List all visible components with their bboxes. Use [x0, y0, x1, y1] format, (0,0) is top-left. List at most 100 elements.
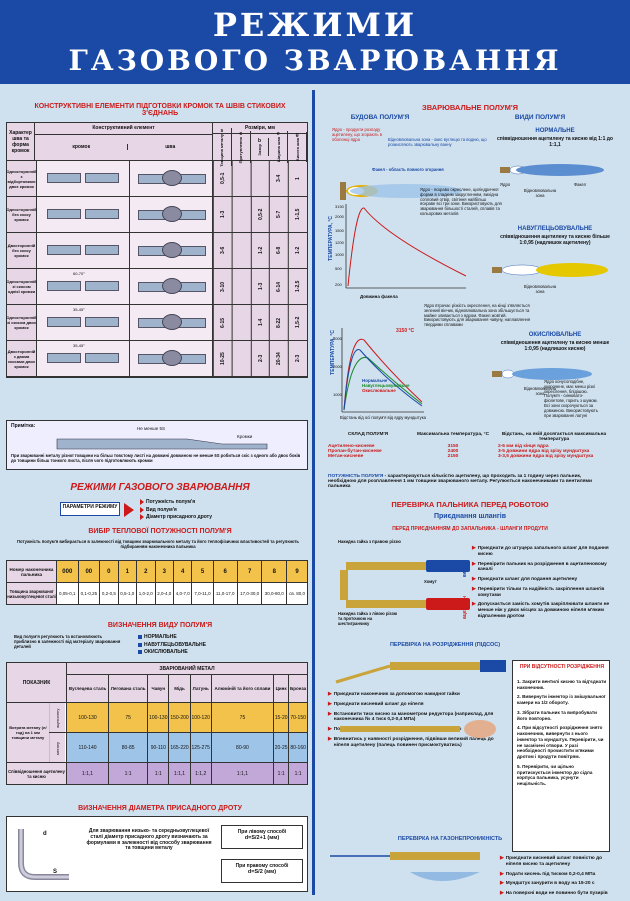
- prep-h-char: Характер шва та форма кромок: [7, 123, 36, 160]
- step-item: ▶Впевнитись у наявності розрідження, під…: [328, 737, 508, 749]
- seam-sketch: [130, 341, 214, 376]
- prep-col-letter: b: [257, 138, 262, 145]
- plate-right: [85, 281, 119, 291]
- prep-value: 10-25: [213, 341, 232, 376]
- metal-acet-row: Витрата метану (л/год) на 1 мм товщини м…: [6, 702, 308, 763]
- comp-head-cell: СКЛАД ПОЛУМ'Я: [347, 432, 389, 437]
- poster-header: РЕЖИМИ ГАЗОВОГО ЗВАРЮВАННЯ: [0, 0, 630, 84]
- comp-cell: Метан-кисневе: [328, 454, 364, 459]
- flame-core-note: Ядро - продукти розпаду ацетилену, що зг…: [332, 127, 382, 142]
- plate-left: [47, 353, 81, 363]
- wire-s-label: S: [53, 869, 58, 875]
- comp-cell: Ацетилено-кисневе: [328, 444, 375, 449]
- step-text: На поверхні води не повинно бути пузирів: [505, 891, 608, 896]
- step-item: ▶Приєднати кисневий шланг повністю до ні…: [500, 856, 610, 868]
- prep-note-box: Примітка: Не менше 5S Кромки При зварюва…: [6, 420, 308, 470]
- metal-name: Мідь: [168, 674, 191, 703]
- thickness-value: 2,0-4,0: [154, 582, 174, 605]
- prep-row-name: Односторонній без скосу кромок: [6, 197, 37, 232]
- prep-value: 6-14: [269, 269, 289, 304]
- power-block: ПОТУЖНІСТЬ ПОЛУМ'Я - характеризується кі…: [328, 474, 610, 489]
- acet-value: 15-20: [273, 702, 290, 733]
- meth-value: 90-110: [147, 732, 170, 763]
- view-item: ОКИСЛЮВАЛЬНЕ: [138, 649, 206, 655]
- prep-value: 6-8: [269, 233, 289, 268]
- view-title: ВИЗНАЧЕННЯ ВИДУ ПОЛУМ'Я: [107, 622, 213, 629]
- meth-value: 80-160: [288, 732, 308, 763]
- seam-bead: [162, 278, 183, 294]
- carb-desc: Ядро втрачає різкість окреслення, на кін…: [424, 303, 531, 328]
- meth-value: 125-275: [189, 732, 212, 763]
- step-text: Перевірити пальник на розрідження в ацет…: [477, 561, 607, 573]
- plate-left: [47, 281, 81, 291]
- thermal-row-thick: Товщина зварюваної низьковуглецевої стал…: [6, 582, 308, 605]
- prep-value: 3-6: [213, 233, 232, 268]
- prep-col-label: Притуплення: [238, 136, 244, 164]
- hose-connection-drawing: [340, 560, 470, 610]
- metal-h-meth: метану: [49, 732, 67, 763]
- carb-zone-label: Відновлювальна зона: [523, 284, 557, 294]
- oxygen-label: кисень: [462, 560, 468, 578]
- thermal-desc: Потужність полум'я вибирається в залежно…: [16, 539, 300, 549]
- acetylene-label: ацетилен: [462, 596, 468, 620]
- chart2-tick: 1000: [333, 392, 342, 397]
- tip-number: 2: [136, 560, 156, 583]
- prep-value: [232, 305, 251, 340]
- edge-sketch: 35-45°: [37, 305, 131, 340]
- comp-cell: 3-5 довжини ядра від зрізу мундштука: [498, 449, 590, 454]
- flame-title: ЗВАРЮВАЛЬНЕ ПОЛУМ'Я: [422, 103, 518, 112]
- prep-h-struct: Конструктивний елемент: [35, 123, 213, 135]
- prep-value: [232, 161, 251, 196]
- noflow-title: ПРИ ВІДСУТНОСТІ РОЗРІДЖЕННЯ: [519, 664, 605, 670]
- plate-right: [85, 209, 119, 219]
- prep-h-size: Розміри, мм: [213, 123, 307, 134]
- view-item-label: ОКИСЛЮВАЛЬНЕ: [144, 649, 188, 655]
- seam-sketch: [130, 197, 214, 232]
- step-arrow-icon: ▶: [472, 577, 476, 582]
- kind-normal-sub: співвідношення ацетилену та кисню від 1:…: [497, 136, 613, 148]
- acet-value: 75: [210, 702, 275, 733]
- kind-normal-title: НОРМАЛЬНЕ: [535, 128, 575, 134]
- comp-head-cell: Максимальна температура, °С: [416, 432, 490, 437]
- metal-name: Чавун: [147, 674, 170, 703]
- flame-composition-table: СКЛАД ПОЛУМ'Я Максимальна температура, °С…: [328, 432, 610, 459]
- edge-sketch: [37, 197, 131, 232]
- flame-tick: 1500: [335, 228, 344, 233]
- comp-cell: Пропан-бутан-кисневе: [328, 449, 382, 454]
- prep-title: КОНСТРУКТИВНІ ЕЛЕМЕНТИ ПІДГОТОВКИ КРОМОК…: [34, 103, 286, 117]
- oxid-zone-label: Відновлювальна зона: [523, 386, 557, 396]
- prep-row-name: Односторонній зі скосом однієї кромки: [6, 269, 37, 304]
- ratio-value: 1:1,2: [189, 762, 212, 785]
- comp-head-cell: Відстань, на якій досягається максимальн…: [501, 432, 607, 442]
- metal-name: Вуглецева сталь: [65, 674, 110, 703]
- step-arrow-icon: ▶: [500, 891, 504, 896]
- flame-tick: 2000: [335, 214, 344, 219]
- tip-number: 3: [154, 560, 174, 583]
- comp-cell: 3150: [447, 444, 459, 449]
- modes-title: РЕЖИМИ ГАЗОВОГО ЗВАРЮВАННЯ: [70, 482, 250, 493]
- arrow-icon: [140, 514, 144, 520]
- plate-right: [85, 317, 119, 327]
- acet-value: 100-130: [65, 702, 110, 733]
- view-item: НАВУГЛЕЦЬОВУВАЛЬНЕ: [138, 642, 206, 648]
- comp-cell: 2-6 мм від кінця ядра: [498, 444, 549, 449]
- tip-number: 1: [117, 560, 138, 583]
- step-arrow-icon: ▶: [472, 602, 476, 608]
- view-item: НОРМАЛЬНЕ: [138, 634, 206, 640]
- meth-value: 80-90: [210, 732, 275, 763]
- plate-left: [47, 173, 81, 183]
- prep-value: 3-10: [213, 269, 232, 304]
- prep-value: 5-7: [269, 197, 289, 232]
- thickness-value: 1,0-2,0: [136, 582, 156, 605]
- prep-value: 1-4: [250, 305, 270, 340]
- tip-number: 4: [172, 560, 193, 583]
- step-arrow-icon: ▶: [472, 546, 476, 551]
- chart2-legend-item: Нормальне: [362, 378, 388, 383]
- step-text: Мундштук занурити в воду на 15-20 с: [505, 881, 595, 887]
- prep-value: 1-1,5: [288, 197, 307, 232]
- kind-oxid-sub: співвідношення ацетилену та кисню менше …: [500, 340, 610, 352]
- thickness-value: 0,05-0,1: [56, 582, 79, 605]
